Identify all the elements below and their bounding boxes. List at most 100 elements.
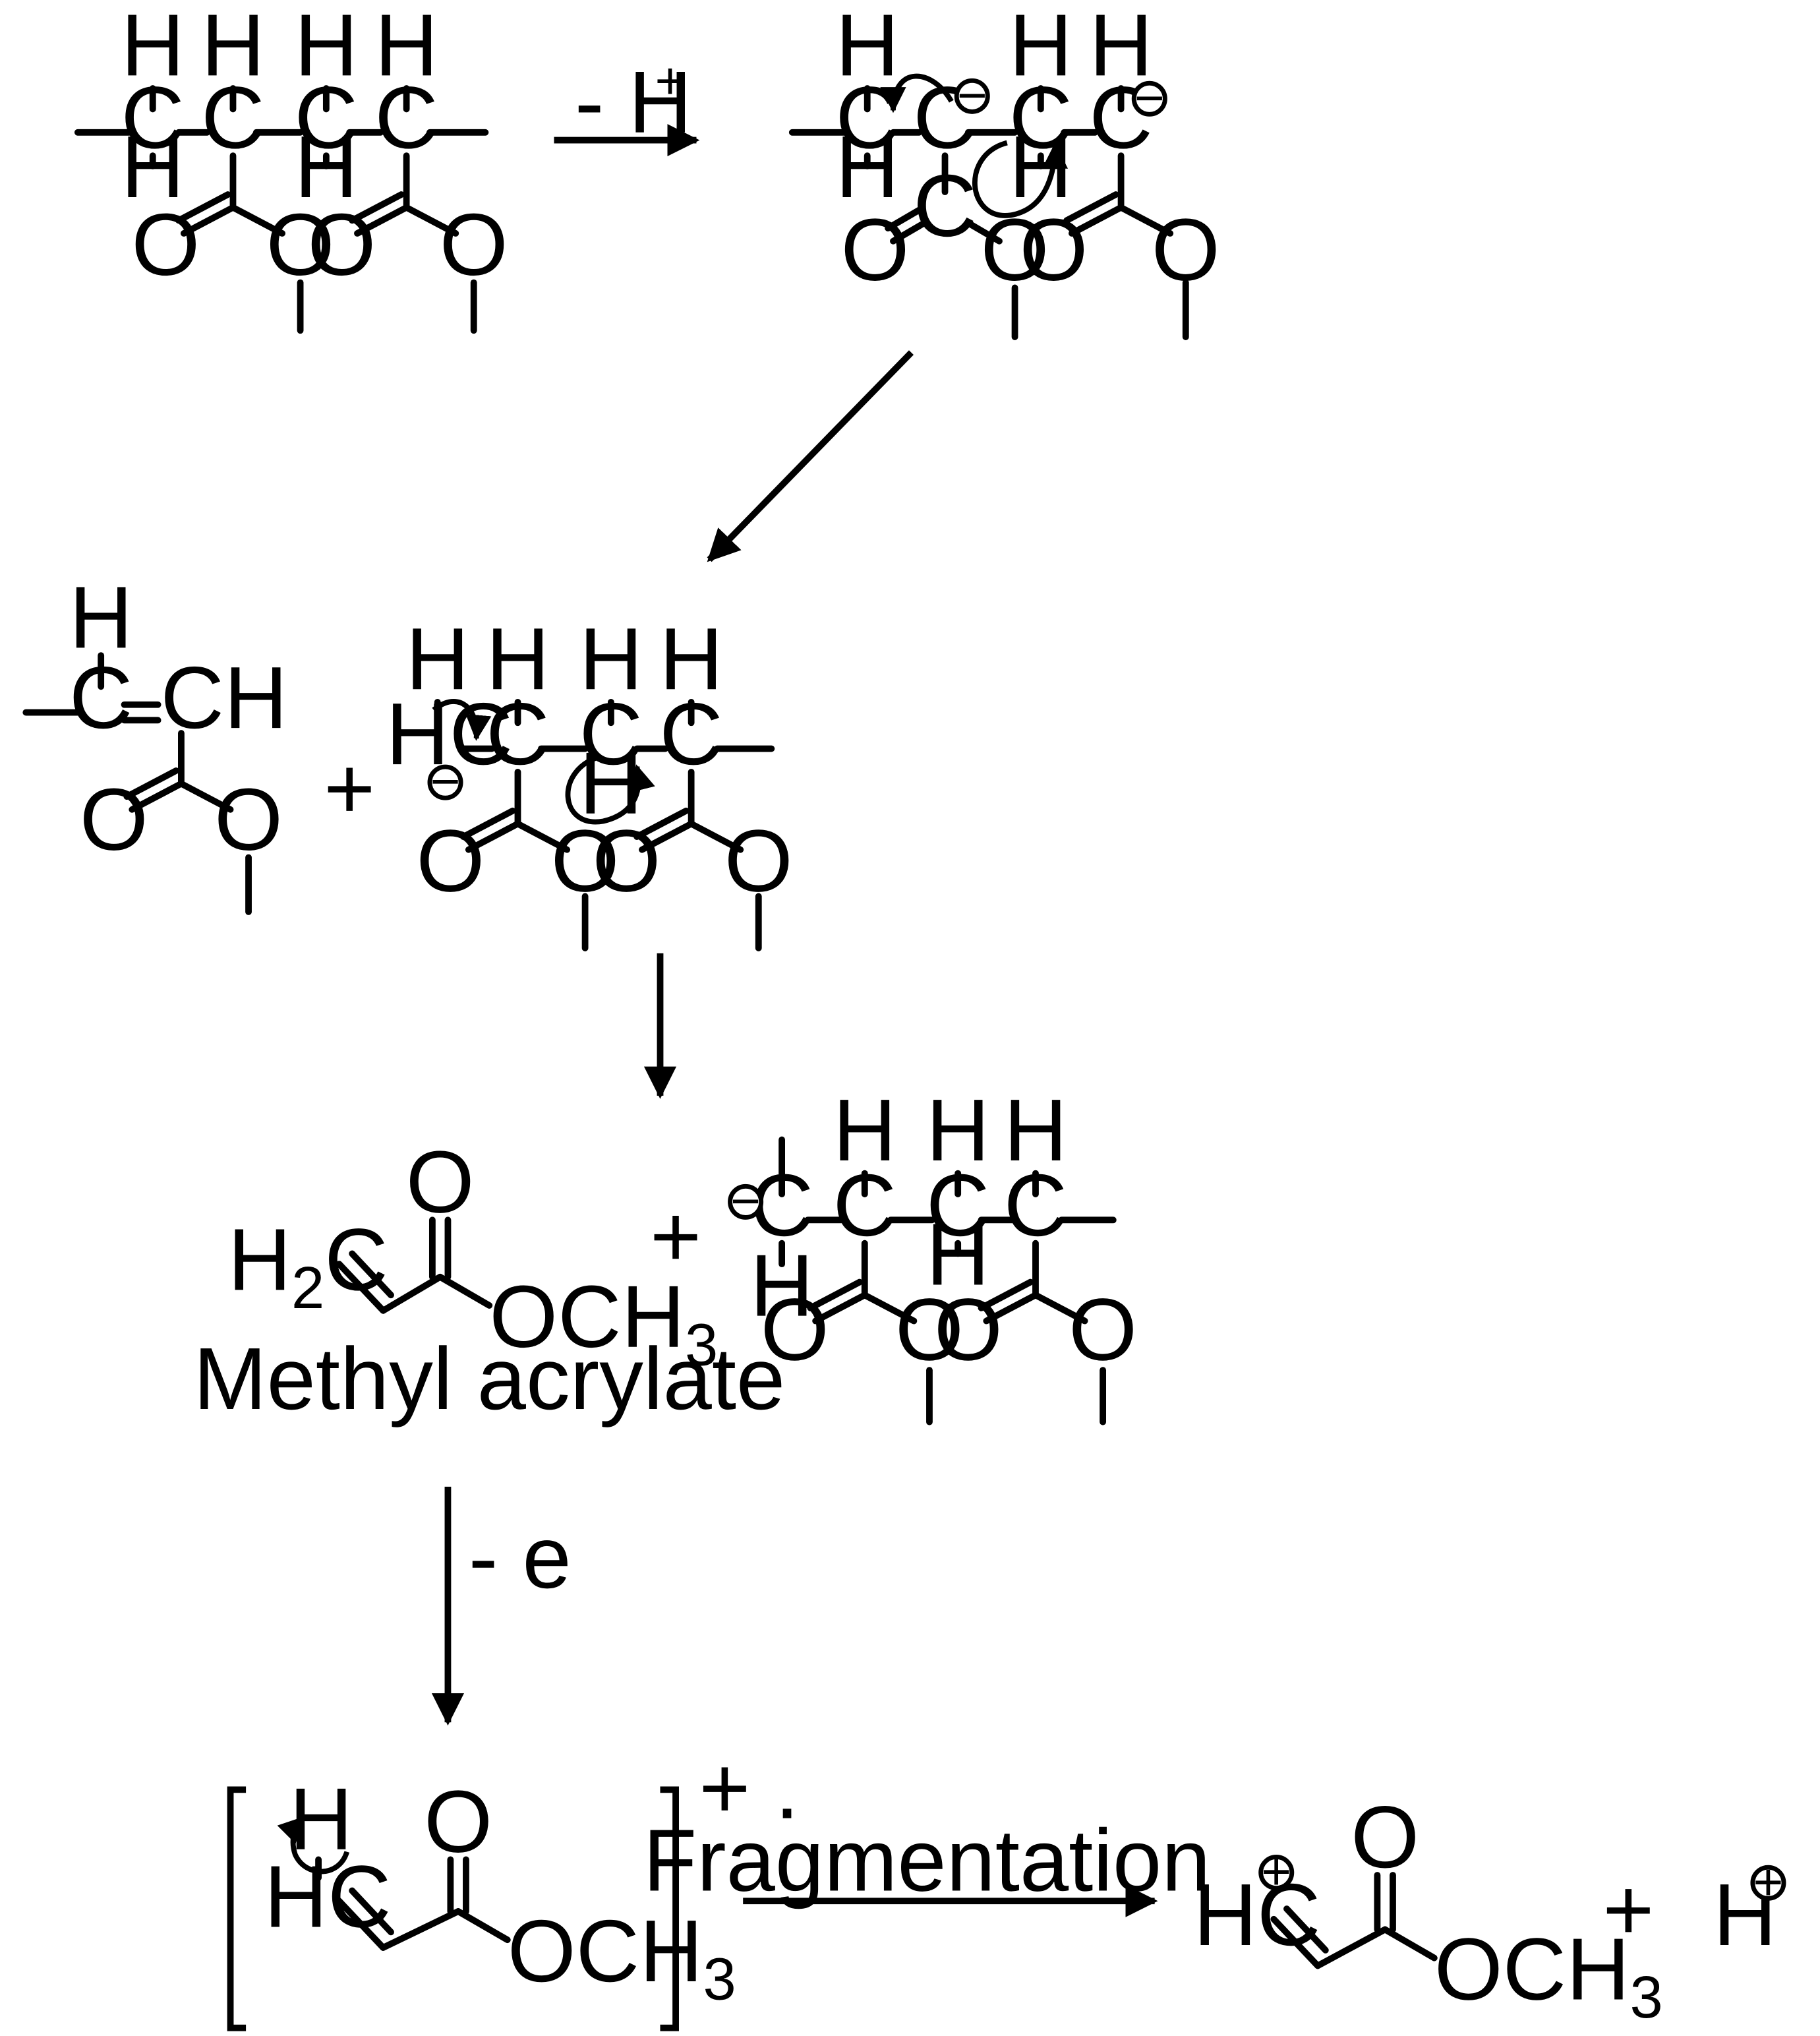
atom-h: H: [835, 0, 898, 94]
fragmentation-label: Fragmentation: [643, 1812, 1211, 1910]
atom-h: H: [1004, 1081, 1067, 1180]
atom-o: O: [1020, 201, 1088, 299]
atom-h: H: [833, 1081, 896, 1180]
atom-c: C: [835, 69, 898, 167]
atom-h: H: [295, 0, 358, 94]
negative-charge-icon: −: [1131, 69, 1167, 127]
oxidation-step: - e: [431, 1486, 572, 1726]
atom-h: H: [486, 610, 549, 708]
svg-text:+: +: [1753, 1853, 1784, 1911]
atom-h: H: [926, 1081, 989, 1180]
atom-c: C: [295, 69, 358, 167]
curly-arrow-icon: [432, 699, 492, 741]
fragmentation-step: Fragmentation: [643, 1812, 1211, 1917]
proton: H +: [1713, 1853, 1786, 1964]
atom-o: O: [406, 1133, 475, 1232]
methyl-acrylate-molecule: H2C O OCH3 Methyl acrylate: [193, 1133, 785, 1428]
atom-ch: CH: [161, 649, 288, 747]
atom-h: H: [750, 1237, 813, 1335]
atom-c: C: [374, 69, 438, 167]
atom-o: O: [895, 1280, 964, 1379]
atom-o: O: [424, 1773, 492, 1871]
negative-charge-icon: −: [954, 66, 990, 124]
svg-text:−: −: [957, 66, 987, 124]
atom-h: H: [1089, 0, 1152, 94]
reaction-arrow-diagonal: [707, 350, 914, 562]
atom-c: C: [201, 69, 264, 167]
atom-h: H: [1009, 0, 1072, 94]
atom-o: O: [841, 201, 910, 299]
atom-o: O: [593, 812, 661, 911]
poly-methyl-acrylate-chain: H H H H C C C C H H O O O O: [74, 0, 508, 334]
radical-cation-label: + .: [699, 1739, 799, 1838]
vinyl-ester-fragment: H C CH O O: [22, 568, 288, 915]
curly-arrow-icon: [277, 1816, 350, 1874]
atom-c: C: [913, 157, 976, 255]
atom-o: O: [416, 812, 484, 911]
atom-c: C: [659, 685, 722, 783]
svg-text:+: +: [1261, 1843, 1291, 1901]
acylium-vinyl-cation-fragment: HC O OCH3 +: [1194, 1788, 1663, 2031]
svg-text:−: −: [1134, 69, 1165, 127]
plus-sign: +: [1602, 1861, 1654, 1959]
negative-charge-icon: −: [427, 752, 463, 810]
methyl-acrylate-label: Methyl acrylate: [193, 1330, 785, 1428]
atom-c: C: [121, 69, 185, 167]
atom-o: O: [934, 1280, 1003, 1379]
atom-h: H: [579, 610, 643, 708]
atom-h: H: [69, 568, 132, 667]
atom-h: H: [295, 118, 358, 216]
atom-c: C: [1004, 1156, 1067, 1255]
atom-h: H: [406, 610, 469, 708]
radical-cation-bracket: + . H HC O OCH3: [227, 1739, 800, 2031]
atom-o: O: [131, 196, 200, 294]
plus-sign: +: [650, 1187, 701, 1286]
atom-hc: HC: [264, 1848, 392, 1946]
atom-h: H: [835, 118, 898, 216]
deprotonation-label: - H: [575, 53, 692, 152]
atom-o: O: [214, 771, 283, 869]
shortened-chain-anion: H H H C C C C H H O O O O −: [728, 1081, 1137, 1425]
svg-text:−: −: [730, 1172, 761, 1230]
atom-och3: OCH3: [508, 1902, 736, 2012]
atom-o: O: [1351, 1788, 1419, 1886]
plus-sign: +: [324, 740, 375, 838]
atom-h: H: [659, 610, 722, 708]
atom-o: O: [307, 196, 376, 294]
atom-h: H: [374, 0, 438, 94]
atom-h: H: [121, 0, 185, 94]
atom-o: O: [1069, 1280, 1137, 1379]
atom-c: C: [926, 1156, 989, 1255]
atom-o: O: [761, 1280, 829, 1379]
chain-end-carbanion: H H H H HC C C C H O O O O −: [386, 610, 793, 951]
svg-text:−: −: [430, 752, 461, 810]
atom-o: O: [440, 196, 508, 294]
curly-arrow-icon: [880, 73, 954, 113]
atom-h: H: [121, 118, 185, 216]
atom-o: O: [266, 196, 335, 294]
atom-o: O: [551, 812, 620, 911]
atom-o: O: [80, 771, 148, 869]
deprotonation-step: - H +: [554, 52, 700, 157]
atom-o: O: [1152, 201, 1220, 299]
atom-c: C: [833, 1156, 896, 1255]
carbanion-intermediate: H H H C C C C H H C O O O O − −: [788, 0, 1220, 340]
atom-c: C: [486, 685, 549, 783]
positive-charge-icon: +: [1750, 1853, 1786, 1911]
atom-och3: OCH3: [489, 1268, 718, 1378]
negative-charge-icon: −: [728, 1172, 764, 1230]
atom-hc: HC: [1194, 1866, 1321, 1964]
positive-charge-icon: +: [1258, 1843, 1295, 1901]
deprotonation-charge: +: [655, 52, 686, 110]
atom-h2c: H2C: [228, 1211, 388, 1321]
atom-h: H: [926, 1206, 989, 1304]
curly-arrow-icon: [972, 140, 1069, 218]
oxidation-label: - e: [469, 1509, 572, 1607]
atom-o: O: [981, 201, 1049, 299]
curly-arrow-icon: [565, 754, 655, 825]
atom-h: H: [201, 0, 264, 94]
atom-o: O: [724, 812, 793, 911]
atom-och3: OCH3: [1434, 1921, 1663, 2031]
atom-c: C: [69, 649, 132, 747]
